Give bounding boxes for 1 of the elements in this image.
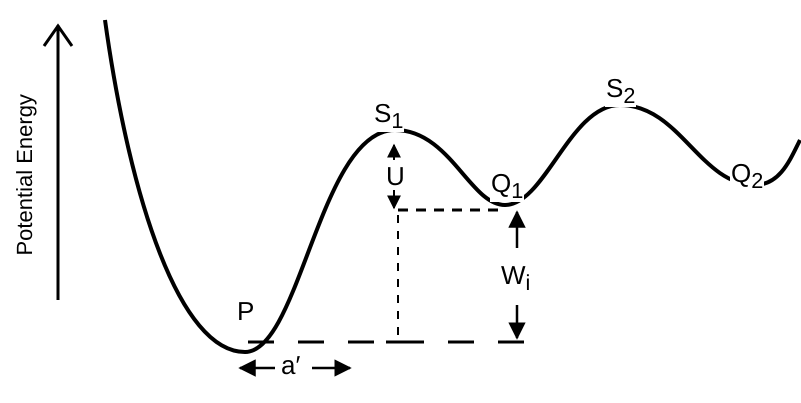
axis-label: Potential Energy xyxy=(14,93,36,256)
